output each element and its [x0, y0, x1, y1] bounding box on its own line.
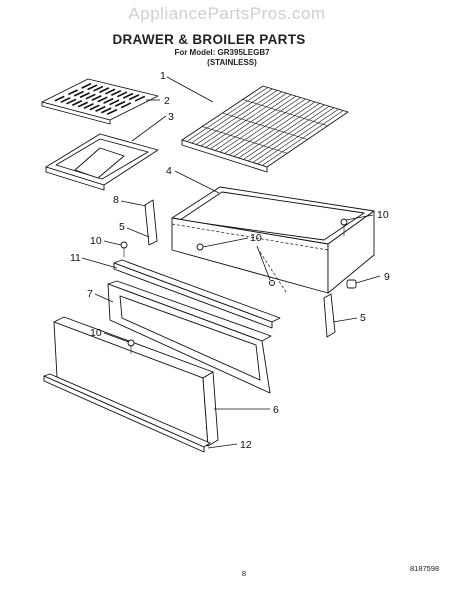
broiler-slot [89, 104, 100, 111]
broiler-slot [106, 108, 118, 115]
broiler-slot [128, 94, 140, 101]
broiler-slot [122, 92, 134, 99]
model-variant: (STAINLESS) [207, 58, 257, 67]
broiler-slot [79, 92, 90, 99]
screw-right [340, 218, 348, 236]
callout-10-front: 10 [90, 327, 102, 339]
broiler-slot [87, 84, 98, 91]
drawer-front-panel [53, 316, 219, 447]
drawer-body [171, 186, 375, 294]
broiler-slot [67, 89, 78, 96]
oven-rack [181, 85, 349, 173]
bottom-trim [43, 373, 211, 453]
screw-center [196, 243, 204, 251]
broiler-slot [105, 88, 116, 95]
broiler-slot [97, 96, 108, 103]
callout-10-center: 10 [250, 232, 262, 244]
broiler-slot [95, 105, 106, 112]
watermark: AppliancePartsPros.com [128, 4, 325, 23]
model-subtitle: For Model: GR395LEGB7 [174, 48, 270, 57]
callout-12: 12 [240, 439, 252, 451]
broiler-slot [101, 107, 112, 114]
document-number: 8187598 [410, 564, 439, 573]
broiler-pan [45, 133, 159, 191]
broiler-slot [73, 90, 84, 97]
broiler-slot [120, 102, 132, 109]
callout-2: 2 [164, 95, 170, 107]
rack-crossbar [222, 112, 308, 140]
screw-left [120, 241, 128, 257]
drawer-liner [107, 280, 272, 394]
callout-10-left: 10 [90, 235, 102, 247]
broiler-slot [91, 95, 102, 102]
broiler-slot [114, 100, 126, 107]
page-title: DRAWER & BROILER PARTS [112, 32, 305, 47]
broiler-slot [103, 97, 114, 104]
broiler-slot [109, 99, 120, 106]
callout-1: 1 [160, 70, 166, 82]
broiler-slot [81, 82, 92, 89]
callout-9: 9 [384, 271, 390, 283]
broiler-slot [54, 95, 65, 102]
broiler-slot [99, 87, 110, 94]
slide-bracket-left [144, 199, 158, 246]
rack-crossbar [242, 99, 328, 127]
broiler-slot [85, 93, 96, 100]
broiler-slot [83, 102, 94, 109]
callout-11: 11 [70, 252, 81, 264]
screw-slide [269, 280, 275, 286]
broiler-slot [60, 97, 71, 104]
callout-6: 6 [273, 404, 279, 416]
broiler-slot [134, 95, 146, 102]
broiler-slot [116, 91, 128, 98]
callout-5-right: 5 [360, 312, 366, 324]
broiler-slot [111, 89, 122, 96]
callout-3: 3 [168, 111, 174, 123]
callout-5-left: 5 [119, 221, 125, 233]
callout-8: 8 [113, 194, 119, 206]
slide-bracket-right [323, 293, 336, 338]
broiler-grid [41, 78, 159, 125]
callout-7: 7 [87, 288, 93, 300]
clip-9 [346, 279, 357, 289]
broiler-slot [93, 85, 104, 92]
callout-10-right: 10 [377, 209, 389, 221]
callout-4: 4 [166, 165, 172, 177]
page-number: 8 [242, 569, 246, 578]
rack-crossbar [202, 126, 288, 154]
leader-lines [81, 76, 381, 449]
screw-front [127, 339, 135, 354]
broiler-slot [66, 98, 77, 105]
broiler-slot [71, 100, 83, 107]
broiler-slot [77, 101, 89, 108]
